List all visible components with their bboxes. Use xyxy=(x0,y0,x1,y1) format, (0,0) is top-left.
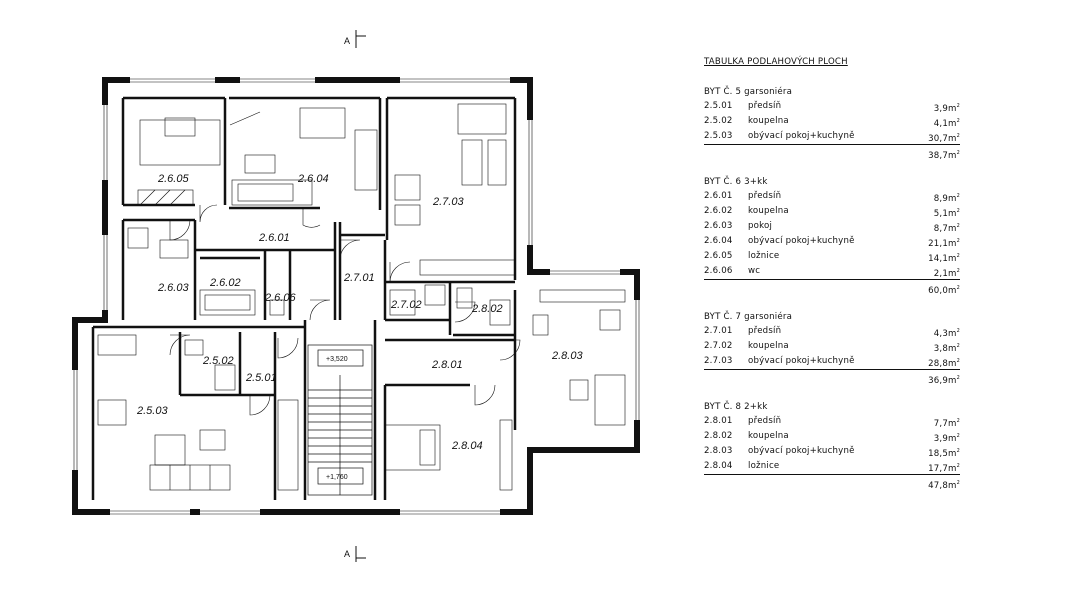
room-label-2-6-05: 2.6.05 xyxy=(157,173,189,185)
apartment-total: 36,9m2 xyxy=(928,375,960,386)
level-label-lower: +1,760 xyxy=(326,474,348,481)
bed-2-8-04 xyxy=(384,424,441,471)
doors xyxy=(169,204,521,416)
kitchen-2-5-03 xyxy=(97,334,137,356)
room-label-2-7-01: 2.7.01 xyxy=(343,272,375,284)
kitchen-2-6-04 xyxy=(354,129,378,191)
room-label-2-8-04: 2.8.04 xyxy=(451,440,483,452)
room-label-2-8-02: 2.8.02 xyxy=(471,303,503,315)
apartment-title: BYT Č. 7 garsoniéra xyxy=(704,312,793,322)
window-openings xyxy=(71,76,641,516)
exterior-walls xyxy=(72,77,640,515)
room-label-2-5-02: 2.5.02 xyxy=(202,355,234,367)
section-mark-bottom: A xyxy=(344,549,350,559)
apartment-total: 47,8m2 xyxy=(928,480,960,491)
apartment-title: BYT Č. 5 garsoniéra xyxy=(704,87,793,97)
room-label-2-5-03: 2.5.03 xyxy=(136,405,168,417)
sofa-2-8-03 xyxy=(594,374,626,426)
kitchen-2-7-03 xyxy=(419,259,516,276)
apartment-title: BYT Č. 6 3+kk xyxy=(704,177,768,187)
staircase xyxy=(307,344,373,496)
furniture xyxy=(97,103,626,491)
window-glazing xyxy=(73,78,640,515)
bed-2-6-05 xyxy=(139,119,221,166)
room-labels: 2.6.05 2.6.04 2.7.03 2.6.01 2.6.02 2.6.0… xyxy=(136,173,583,481)
room-label-2-7-02: 2.7.02 xyxy=(390,299,422,311)
kitchen-2-8-03 xyxy=(539,289,626,303)
dining-2-7-03 xyxy=(457,103,507,135)
room-label-2-6-01: 2.6.01 xyxy=(258,232,290,244)
apartment-total: 38,7m2 xyxy=(928,150,960,161)
room-label-2-8-03: 2.8.03 xyxy=(551,350,583,362)
schedule-title: TABULKA PODLAHOVÝCH PLOCH xyxy=(704,57,848,67)
room-label-2-8-01: 2.8.01 xyxy=(431,359,463,371)
bath-2-6-02 xyxy=(199,289,256,316)
room-label-2-6-04: 2.6.04 xyxy=(297,173,329,185)
section-marks: A A xyxy=(344,30,366,562)
room-label-2-6-02: 2.6.02 xyxy=(209,277,241,289)
floor-plan: 2.6.05 2.6.04 2.7.03 2.6.01 2.6.02 2.6.0… xyxy=(71,30,641,562)
apartment-total: 60,0m2 xyxy=(928,285,960,296)
room-label-2-6-03: 2.6.03 xyxy=(157,282,189,294)
shower-2-7-02 xyxy=(389,289,416,316)
table-2-6-04 xyxy=(299,107,346,139)
room-label-2-7-03: 2.7.03 xyxy=(432,196,464,208)
room-label-2-6-06: 2.6.06 xyxy=(264,292,296,304)
room-label-2-5-01: 2.5.01 xyxy=(245,372,277,384)
sofa-2-6-04 xyxy=(231,179,313,206)
apartment-title: BYT Č. 8 2+kk xyxy=(704,402,768,412)
level-label-upper: +3,520 xyxy=(326,356,348,363)
area-schedule-table: TABULKA PODLAHOVÝCH PLOCH BYT Č. 5 garso… xyxy=(704,57,960,505)
section-mark-top: A xyxy=(344,36,350,46)
